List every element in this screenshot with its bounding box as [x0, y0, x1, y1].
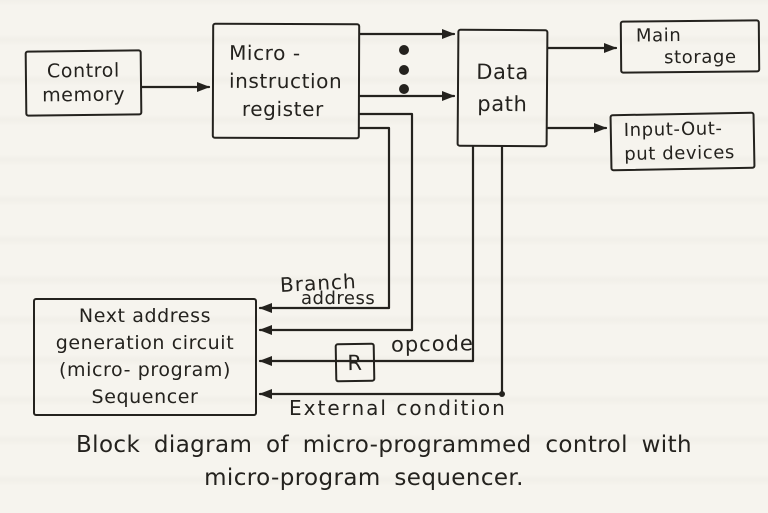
ink-blob [499, 391, 505, 397]
node-main-storage-line2: storage [664, 46, 737, 68]
node-control-memory-line1: Control [46, 59, 120, 83]
node-io-devices-line1: Input-Out- [623, 117, 723, 141]
node-register-line1: Micro - [229, 40, 301, 66]
node-sequencer-line3: (micro- program) [58, 359, 232, 381]
node-r-register-label: R [347, 350, 363, 375]
node-sequencer-line4: Sequencer [91, 386, 199, 408]
node-main-storage-line1: Main [635, 24, 682, 46]
node-next-address-sequencer: Next address generation circuit (micro- … [33, 298, 257, 416]
ellipsis-dot-3 [399, 84, 409, 94]
wire-branch-address-inner [258, 126, 391, 313]
node-data-path-line2: path [477, 91, 528, 117]
node-control-memory: Control memory [24, 49, 143, 117]
node-sequencer-line1: Next address [78, 305, 212, 327]
wire-external-condition [258, 145, 504, 399]
wire-branch-address-outer [258, 112, 414, 335]
ellipsis-dot-2 [399, 65, 409, 75]
node-io-devices-line2: put devices [624, 141, 736, 165]
label-external-condition: External condition [289, 396, 507, 420]
node-data-path-line1: Data [476, 59, 529, 85]
node-main-storage: Main storage [619, 19, 761, 74]
node-register-line3: register [241, 96, 324, 122]
node-register-line2: instruction [228, 68, 343, 94]
wire-opcode [258, 145, 475, 366]
diagram-caption-line1: Block diagram of micro-programmed contro… [75, 432, 692, 458]
diagram-caption-line2: micro-program sequencer. [204, 465, 524, 491]
node-r-register: R [334, 342, 376, 383]
node-io-devices: Input-Out- put devices [609, 111, 756, 172]
node-control-memory-line2: memory [42, 83, 126, 107]
label-opcode: opcode [390, 331, 475, 357]
ellipsis-dot-1 [399, 45, 409, 55]
label-branch-address-word2: address [301, 288, 376, 309]
node-data-path: Data path [456, 28, 549, 148]
node-sequencer-line2: generation circuit [55, 332, 235, 354]
node-micro-instruction-register: Micro - instruction register [211, 22, 361, 140]
